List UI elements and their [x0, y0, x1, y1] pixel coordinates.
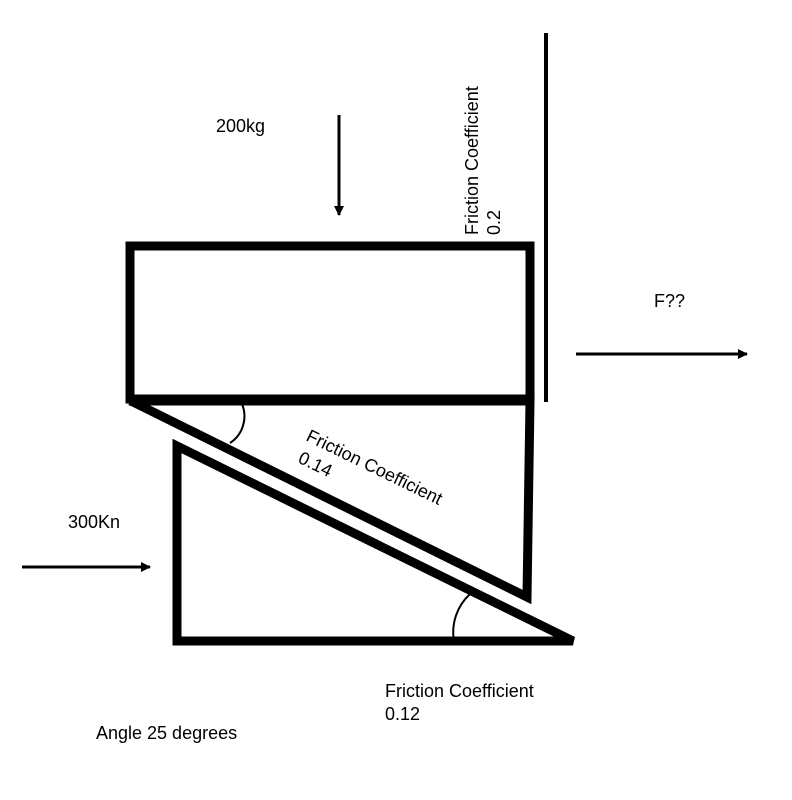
floor-friction-title: Friction Coefficient	[385, 681, 534, 701]
floor-friction-value: 0.12	[385, 704, 420, 724]
lower-wedge	[172, 438, 575, 646]
wall-friction-title: Friction Coefficient	[462, 86, 482, 235]
load-label: 200kg	[216, 116, 265, 136]
angle-arc-upper	[229, 403, 246, 444]
upper-block	[125, 241, 535, 404]
push-force-label: 300Kn	[68, 512, 120, 532]
wall-friction-value: 0.2	[484, 210, 504, 235]
upper-wedge	[128, 396, 535, 605]
angle-label: Angle 25 degrees	[96, 723, 237, 743]
angle-arc-lower	[452, 593, 471, 642]
unknown-force-label: F??	[654, 291, 685, 311]
